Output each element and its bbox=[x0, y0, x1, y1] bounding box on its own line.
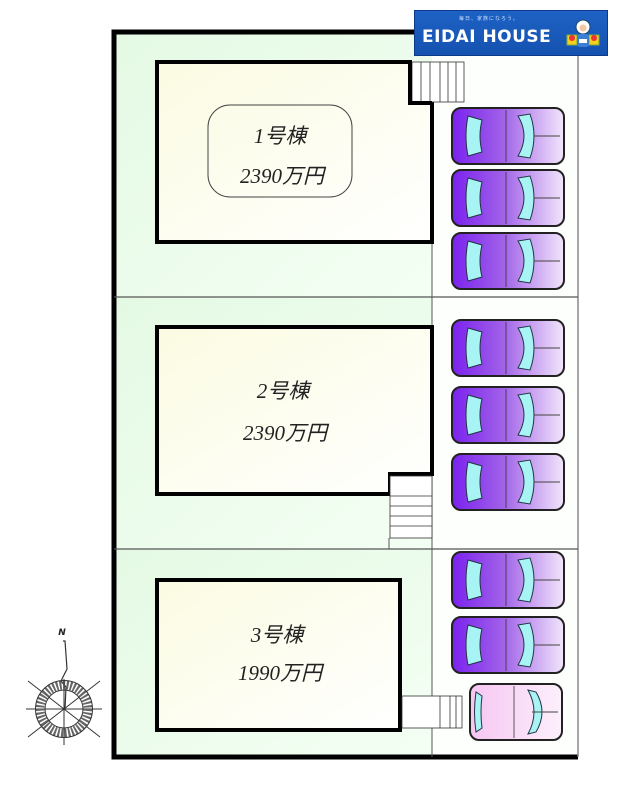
eidai-house-logo: 毎日、家族になろう。 EIDAI HOUSE bbox=[414, 10, 608, 56]
compass-north-label: N bbox=[58, 628, 66, 638]
mascot-icon bbox=[566, 19, 600, 47]
building-2[interactable] bbox=[155, 325, 434, 496]
building-2-name: 2号棟 bbox=[257, 379, 312, 403]
compass-icon: N bbox=[26, 628, 102, 745]
logo-brand: EIDAI HOUSE bbox=[422, 27, 552, 47]
car-purple-icon bbox=[451, 232, 565, 290]
car-purple-icon bbox=[451, 386, 565, 444]
building-1-price: 2390万円 bbox=[240, 164, 327, 188]
car-purple-icon bbox=[451, 169, 565, 227]
car-purple-icon bbox=[451, 551, 565, 609]
stairs-1 bbox=[411, 61, 465, 103]
car-purple-icon bbox=[451, 107, 565, 165]
building-1-name: 1号棟 bbox=[254, 124, 309, 148]
building-1[interactable] bbox=[155, 60, 434, 244]
stairs-2 bbox=[389, 475, 433, 539]
car-purple-icon bbox=[451, 319, 565, 377]
building-3[interactable] bbox=[155, 578, 402, 732]
building-3-price: 1990万円 bbox=[238, 661, 325, 685]
label-frame-1 bbox=[207, 104, 353, 198]
car-pink-icon bbox=[469, 683, 563, 741]
parking-spaces bbox=[451, 107, 565, 741]
car-purple-icon bbox=[451, 453, 565, 511]
site-boundary bbox=[111, 29, 578, 760]
logo-tagline: 毎日、家族になろう。 bbox=[459, 16, 519, 22]
building-3-name: 3号棟 bbox=[250, 623, 306, 647]
car-purple-icon bbox=[451, 616, 565, 674]
building-2-price: 2390万円 bbox=[243, 421, 330, 445]
stairs-3 bbox=[401, 695, 463, 729]
